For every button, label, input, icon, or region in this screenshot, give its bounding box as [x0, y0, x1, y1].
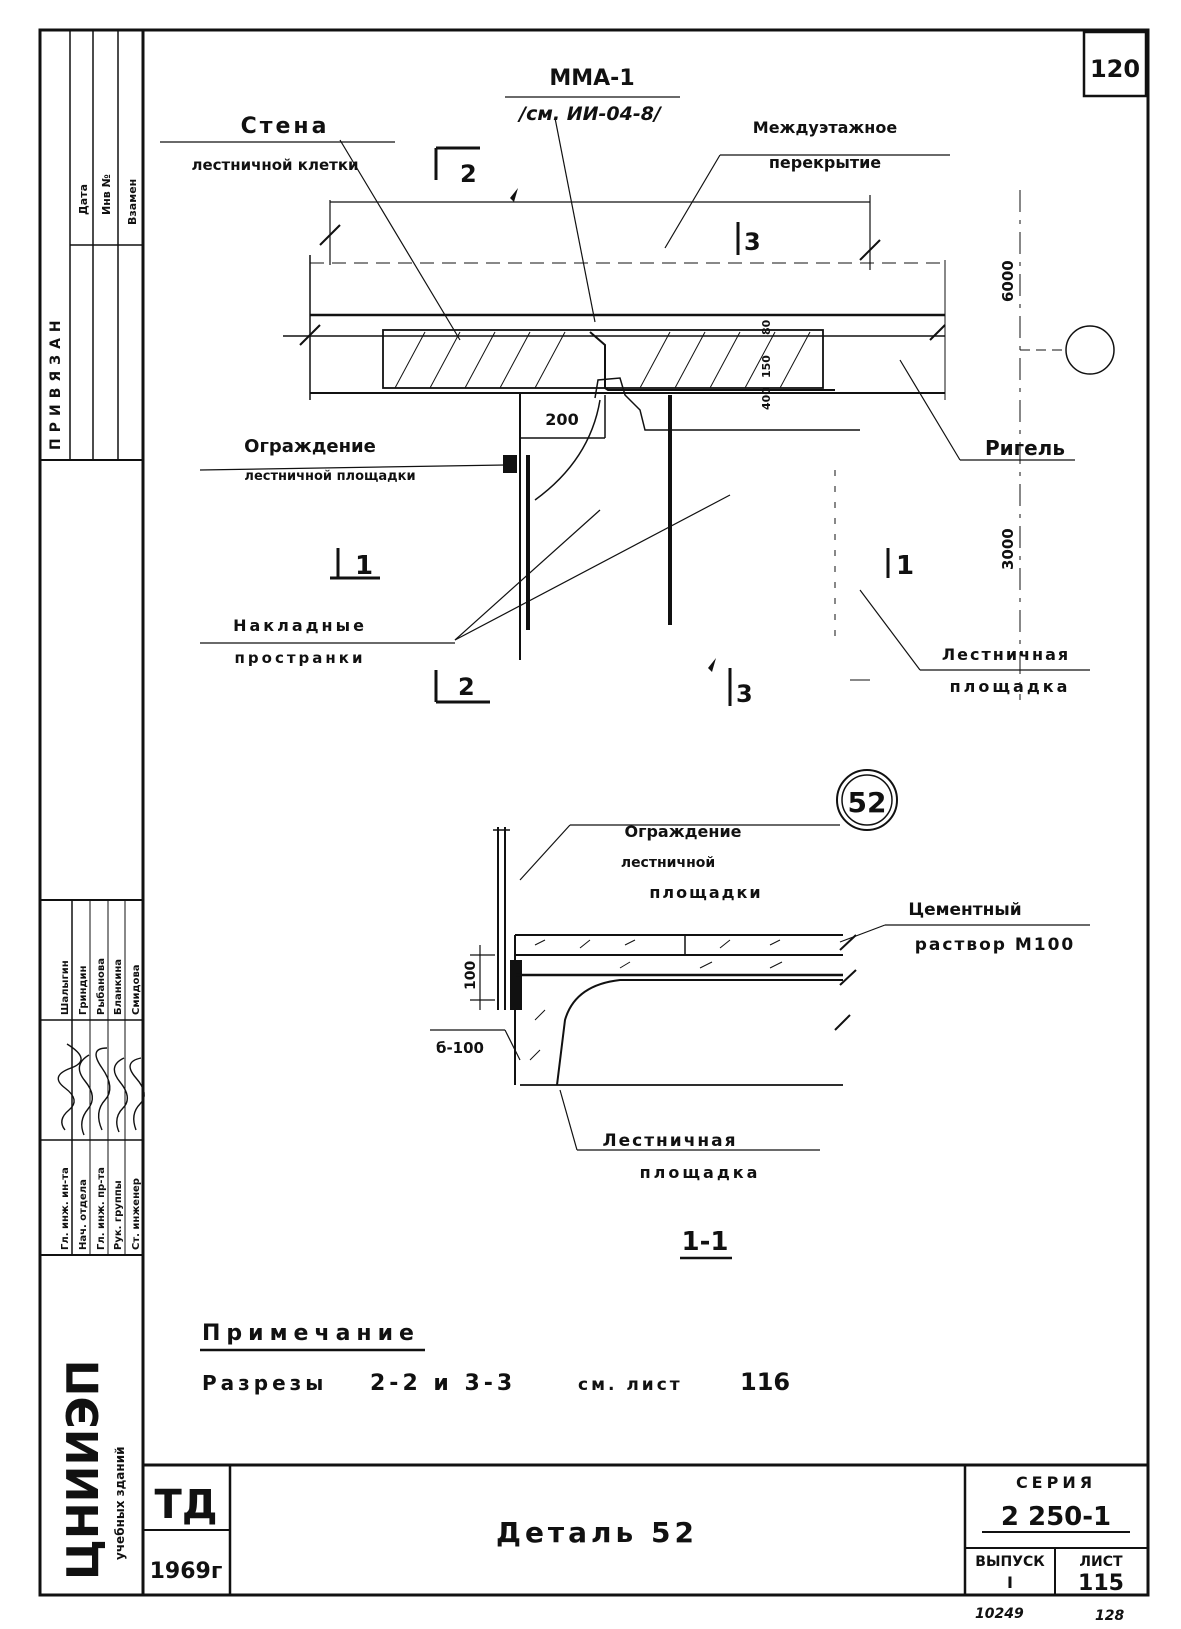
railing-label-1: Ограждение [244, 436, 376, 457]
stamp-name-5: Смидова [131, 964, 142, 1015]
section-3-top: 3 [744, 228, 761, 256]
section-2-top: 2 [460, 160, 477, 188]
bottom-left-number: 10249 [975, 1606, 1024, 1622]
dim-400: 400 [760, 387, 773, 410]
section-slab-aggregate [529, 939, 783, 1061]
dim-3000: 3000 [999, 528, 1017, 570]
side-stamp: Дата Инв № Взамен ПРИВЯЗАН Гл. инж. ин-т… [40, 30, 145, 1580]
mortar-label-1: Цементный [908, 900, 1021, 920]
wall-label-1: Стена [241, 114, 330, 139]
series-label: СЕРИЯ [1016, 1473, 1096, 1492]
sheet-label: ЛИСТ [1079, 1554, 1123, 1570]
beam-hatching [394, 331, 811, 389]
note-text-prefix: Разрезы [202, 1371, 327, 1395]
railing-label-2: лестничной площадки [244, 469, 415, 484]
beam-hatched [382, 329, 824, 389]
note-text-sheet: 116 [740, 1368, 790, 1396]
wall-label-2: лестничной клетки [191, 156, 358, 174]
issue-label: ВЫПУСК [975, 1554, 1045, 1570]
section-1-right: 1 [896, 551, 914, 581]
dim-100: 100 [463, 961, 479, 990]
dim-200: 200 [545, 410, 578, 429]
bottom-right-number: 128 [1095, 1608, 1124, 1624]
dim-150: 150 [760, 355, 773, 378]
landing-label-2: площадка [950, 677, 1071, 696]
stamp-col-change: Взамен [126, 179, 139, 225]
axis-marker [1065, 325, 1115, 375]
slab-label-2: перекрытие [769, 153, 881, 172]
stamp-col-inv: Инв № [100, 174, 113, 215]
note-heading: Примечание [202, 1321, 420, 1346]
slab-label-1: Междуэтажное [753, 118, 898, 137]
stamp-role-4: Рук. группы [113, 1180, 124, 1250]
note-text-ref: см. лист [578, 1375, 683, 1395]
mortar-label-2: раствор М100 [915, 935, 1076, 955]
title-code: ТД [155, 1482, 218, 1528]
sheet-number-top: 120 [1090, 55, 1140, 83]
detail-circle-inner [841, 774, 893, 826]
sheet-frame [38, 28, 1150, 1597]
title-block: ТД 1969г Деталь 52 СЕРИЯ 2 250-1 ВЫПУСК … [143, 1463, 1148, 1596]
dim-6000: 6000 [999, 260, 1017, 302]
dim-80: 80 [760, 319, 773, 335]
series-value: 2 250-1 [1001, 1502, 1111, 1532]
stamp-org-sub: учебных зданий [113, 1446, 127, 1560]
plates-label-2: пространки [235, 649, 366, 667]
section-title: 1-1 [682, 1227, 729, 1257]
stamp-name-1: Шалыгин [60, 960, 71, 1015]
detail-circle-outer [836, 769, 898, 831]
signatures [57, 1043, 145, 1136]
note: Примечание Разрезы 2-2 и 3-3 см. лист 11… [200, 1321, 790, 1396]
mma-label: ММА-1 [549, 66, 634, 91]
title-text: Деталь 52 [496, 1516, 698, 1549]
sheet-number-box [1082, 30, 1148, 98]
section-railing-label-2: лестничной [621, 855, 715, 871]
stamp-doc-label: ПРИВЯЗАН [48, 314, 64, 450]
issue-value: I [1007, 1573, 1013, 1592]
note-text-sections: 2-2 и 3-3 [370, 1371, 516, 1396]
stamp-role-3: Гл. инж. пр-та [96, 1167, 107, 1250]
stamp-name-3: Рыбанова [95, 958, 107, 1015]
section-railing-label-3: площадки [649, 883, 762, 902]
plates-label-1: Накладные [233, 616, 367, 635]
stamp-role-1: Гл. инж. ин-та [60, 1167, 71, 1250]
plan-view: 2 2 3 3 1 1 ММА-1 /см. ИИ-04-8/ Стена ле… [160, 66, 1115, 708]
section-view: 52 [430, 769, 1090, 1260]
title-year: 1969г [150, 1559, 223, 1584]
section-1-left: 1 [355, 551, 373, 581]
section-landing-label-2: площадка [640, 1163, 761, 1182]
stamp-role-5: Ст. инженер [131, 1178, 142, 1250]
section-landing-label-1: Лестничная [602, 1131, 737, 1151]
stamp-name-4: Бланкина [113, 959, 124, 1015]
section-railing-label-1: Ограждение [624, 822, 741, 841]
beam-label: Ригель [985, 436, 1065, 460]
stamp-col-date: Дата [77, 184, 90, 215]
detail-number: 52 [848, 786, 887, 819]
stamp-org-name: ЦНИИЭП [58, 1360, 109, 1580]
landing-label-1: Лестничная [942, 645, 1070, 664]
section-2-bottom: 2 [458, 673, 475, 701]
stamp-role-2: Нач. отдела [78, 1179, 89, 1250]
sheet-value: 115 [1078, 1571, 1124, 1596]
mma-ref: /см. ИИ-04-8/ [517, 103, 663, 125]
section-3-bottom: 3 [736, 680, 753, 708]
dim-b100: б-100 [436, 1039, 484, 1057]
stamp-name-2: Гриндин [78, 965, 89, 1015]
